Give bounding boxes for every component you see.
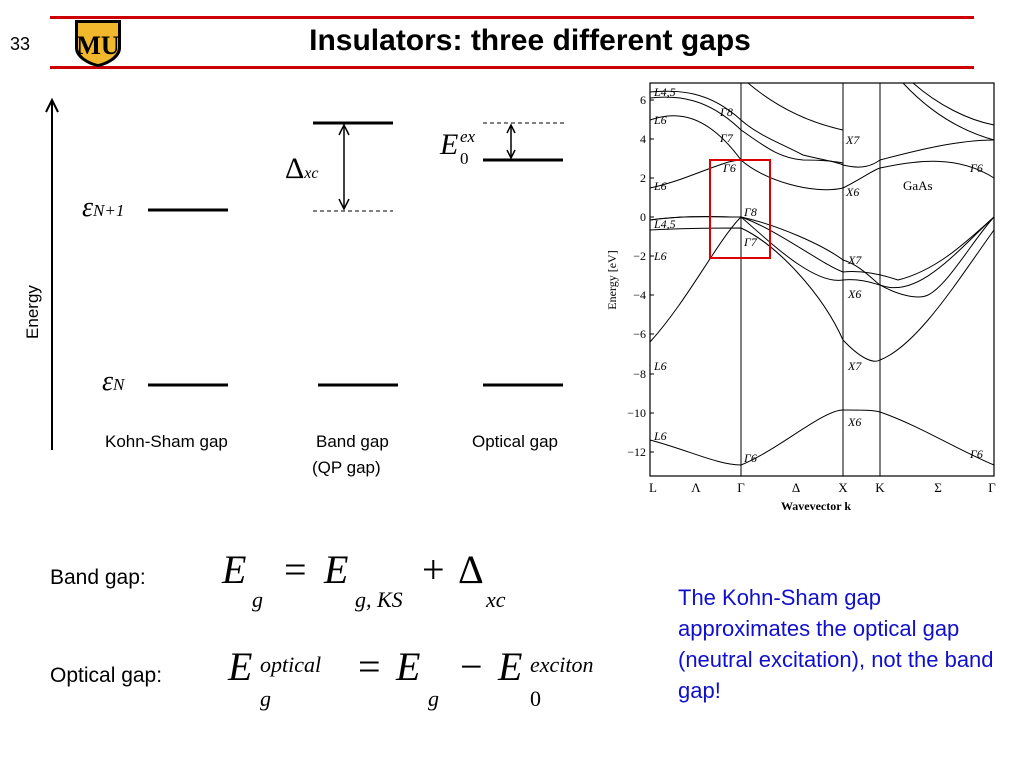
university-logo: MU: [75, 20, 121, 67]
band-gap-equation-label: Band gap:: [50, 566, 146, 589]
optical-gap-equation-label: Optical gap:: [50, 664, 163, 687]
point-label: L4,5: [653, 85, 676, 99]
k-point-label: Δ: [792, 480, 800, 495]
title-rule-bottom: [50, 66, 974, 69]
point-label: Γ6: [969, 161, 983, 175]
k-point-label: Γ: [988, 480, 996, 495]
k-point-label: Γ: [737, 480, 745, 495]
point-label: Γ7: [719, 131, 734, 145]
slide-number: 33: [10, 34, 31, 54]
point-label: L6: [653, 179, 667, 193]
point-label: L6: [653, 249, 667, 263]
y-ticks: 6 4 2 0 −2 −4 −6 −8 −10 −12: [627, 93, 654, 459]
y-tick-label: −8: [633, 367, 646, 381]
k-point-label: Λ: [691, 480, 701, 495]
gap-highlight-box: [709, 159, 771, 259]
y-tick-label: 0: [640, 210, 646, 224]
energy-axis-arrowhead: [45, 97, 59, 113]
title-rule-top: [50, 16, 974, 19]
point-label: X6: [847, 415, 861, 429]
point-label: X7: [845, 133, 860, 147]
point-label: X7: [847, 359, 862, 373]
y-tick-label: −2: [633, 249, 646, 263]
logo-letters: MU: [76, 31, 120, 60]
band-curve: [902, 82, 995, 141]
band-curve: [649, 227, 995, 362]
energy-level-diagram: Energy: [23, 97, 565, 450]
band-curves: [649, 82, 995, 466]
kohn-sham-note: The Kohn-Sham gap approximates the optic…: [678, 585, 994, 703]
k-point-labels: L Λ Γ Δ X K Σ Γ: [649, 480, 996, 495]
y-tick-label: −6: [633, 327, 646, 341]
point-label: L6: [653, 359, 667, 373]
point-label: Γ7: [743, 235, 758, 249]
band-curve: [649, 90, 995, 168]
kohn-sham-gap-label: Kohn-Sham gap: [105, 432, 228, 451]
y-tick-label: 2: [640, 171, 646, 185]
band-curve: [649, 115, 742, 161]
point-label: L6: [653, 113, 667, 127]
point-label: X7: [847, 253, 862, 267]
energy-axis-label: Energy: [23, 285, 42, 339]
k-point-label: K: [875, 480, 885, 495]
k-point-label: X: [838, 480, 848, 495]
point-label: L4,5: [653, 217, 676, 231]
x-axis-label: Wavevector k: [781, 499, 851, 513]
epsilon-n-label: εN: [102, 366, 125, 397]
plot-frame: [649, 82, 995, 477]
slide-title: Insulators: three different gaps: [309, 24, 751, 57]
point-label: X6: [847, 287, 861, 301]
point-label: X6: [845, 185, 859, 199]
band-curve: [649, 159, 995, 191]
point-label: L6: [653, 429, 667, 443]
gaas-band-structure-plot: 6 4 2 0 −2 −4 −6 −8 −10 −12 Energy [eV] …: [605, 82, 996, 513]
point-label: Γ6: [743, 451, 757, 465]
y-tick-label: −4: [633, 288, 646, 302]
point-label: Γ8: [719, 105, 733, 119]
band-curve: [747, 82, 844, 131]
band-curve: [649, 216, 995, 281]
y-axis-label: Energy [eV]: [605, 250, 619, 309]
delta-xc-label: Δxc: [285, 152, 319, 185]
point-label: Γ8: [743, 205, 757, 219]
k-point-label: Σ: [934, 480, 942, 495]
y-tick-label: −12: [627, 445, 646, 459]
material-label: GaAs: [903, 178, 933, 193]
symmetry-point-labels: L4,5 L6 L6 L4,5 L6 L6 L6 Γ8 Γ7 Γ6 Γ8 Γ7 …: [653, 85, 983, 465]
point-label: Γ6: [722, 161, 736, 175]
y-tick-label: 6: [640, 93, 646, 107]
band-curve: [649, 96, 844, 164]
optical-gap-label: Optical gap: [472, 432, 558, 451]
epsilon-n-plus-1-label: εN+1: [82, 192, 125, 223]
band-gap-label: Band gap: [316, 432, 389, 451]
y-tick-label: 4: [640, 132, 646, 146]
point-label: Γ6: [969, 447, 983, 461]
qp-gap-label: (QP gap): [312, 458, 381, 477]
band-curve: [649, 409, 995, 466]
y-tick-label: −10: [627, 406, 646, 420]
k-point-label: L: [649, 480, 657, 495]
band-curve: [649, 216, 995, 298]
band-curve: [912, 82, 995, 126]
band-curve: [649, 216, 995, 343]
